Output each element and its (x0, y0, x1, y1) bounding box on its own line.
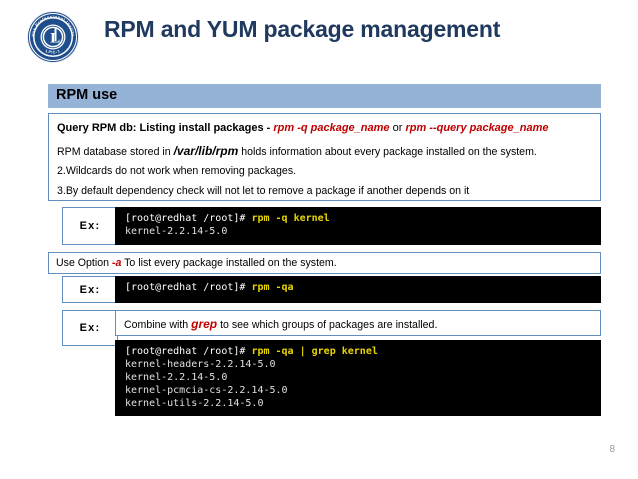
intro-line-1: Query RPM db: Listing install packages -… (57, 123, 549, 134)
note-grep-pre: Combine with (124, 319, 192, 331)
note-grep-highlight: grep (191, 317, 218, 331)
terminal-2-command: rpm -qa (251, 282, 294, 293)
terminal-3-output-line-3: kernel-pcmcia-cs-2.2.14-5.0 (125, 385, 288, 396)
terminal-2-prompt: [root@redhat /root]# (125, 282, 252, 293)
slide-header: Linux Professional Institute LPIC-1 L RP… (0, 0, 638, 74)
svg-text:LPIC-1: LPIC-1 (45, 49, 61, 55)
terminal-3-output-line-2: kernel-2.2.14-5.0 (125, 372, 228, 383)
example-label-box-2: Ex: (62, 276, 118, 303)
example-label-box-1: Ex: (62, 207, 118, 245)
terminal-3-prompt: [root@redhat /root]# (125, 346, 252, 357)
note-option-a-box: Use Option -a To list every package inst… (48, 252, 601, 274)
terminal-block-1: [root@redhat /root]# rpm -q kernel kerne… (115, 207, 601, 245)
terminal-3-command: rpm -qa | grep kernel (251, 346, 378, 357)
terminal-2-command-line: [root@redhat /root]# rpm -qa (125, 281, 601, 294)
intro-line1-lead: Query RPM db: Listing install packages - (57, 122, 274, 134)
note-grep-post: to see which groups of packages are inst… (217, 319, 438, 331)
intro-command-rpm-query: rpm --query package_name (405, 122, 549, 134)
intro-line-3: 2.Wildcards do not work when removing pa… (57, 165, 297, 177)
note-a-pre: Use Option (56, 257, 112, 269)
section-header-label: RPM use (56, 87, 118, 103)
intro-line2-post: holds information about every package in… (238, 146, 537, 158)
intro-command-rpm-q: rpm -q package_name (273, 122, 390, 134)
example-label-3: Ex: (79, 322, 101, 334)
note-a-option-flag: -a (111, 257, 122, 269)
intro-line2-pre: RPM database stored in (57, 146, 174, 158)
lpi-seal-logo: Linux Professional Institute LPIC-1 L (22, 4, 82, 66)
example-label-box-3: Ex: (62, 310, 118, 346)
intro-path-var-lib-rpm: /var/lib/rpm (173, 144, 239, 158)
terminal-3-output-line-4: kernel-utils-2.2.14-5.0 (125, 398, 264, 409)
terminal-3-command-line: [root@redhat /root]# rpm -qa | grep kern… (125, 345, 601, 358)
note-grep-text: Combine with grep to see which groups of… (124, 317, 437, 331)
note-option-a-text: Use Option -a To list every package inst… (56, 257, 337, 269)
intro-line-4: 3.By default dependency check will not l… (57, 185, 470, 197)
terminal-3-output-line-1: kernel-headers-2.2.14-5.0 (125, 359, 276, 370)
intro-text-box: Query RPM db: Listing install packages -… (48, 113, 601, 201)
example-label-1: Ex: (79, 220, 101, 232)
section-header-bar: RPM use (48, 84, 601, 108)
page-title: RPM and YUM package management (104, 16, 501, 42)
terminal-1-output-line-1: kernel-2.2.14-5.0 (125, 226, 228, 237)
terminal-block-2: [root@redhat /root]# rpm -qa (115, 276, 601, 303)
terminal-1-prompt: [root@redhat /root]# (125, 213, 252, 224)
intro-line1-joiner: or (389, 122, 406, 134)
intro-line-2: RPM database stored in /var/lib/rpm hold… (57, 145, 537, 158)
example-label-2: Ex: (79, 283, 101, 296)
terminal-block-3: [root@redhat /root]# rpm -qa | grep kern… (115, 340, 601, 416)
terminal-1-command: rpm -q kernel (251, 213, 330, 224)
terminal-1-command-line: [root@redhat /root]# rpm -q kernel (125, 212, 601, 225)
note-grep-box: Combine with grep to see which groups of… (115, 310, 601, 336)
note-a-post: To list every package installed on the s… (121, 257, 337, 269)
page-number: 8 (609, 444, 615, 455)
